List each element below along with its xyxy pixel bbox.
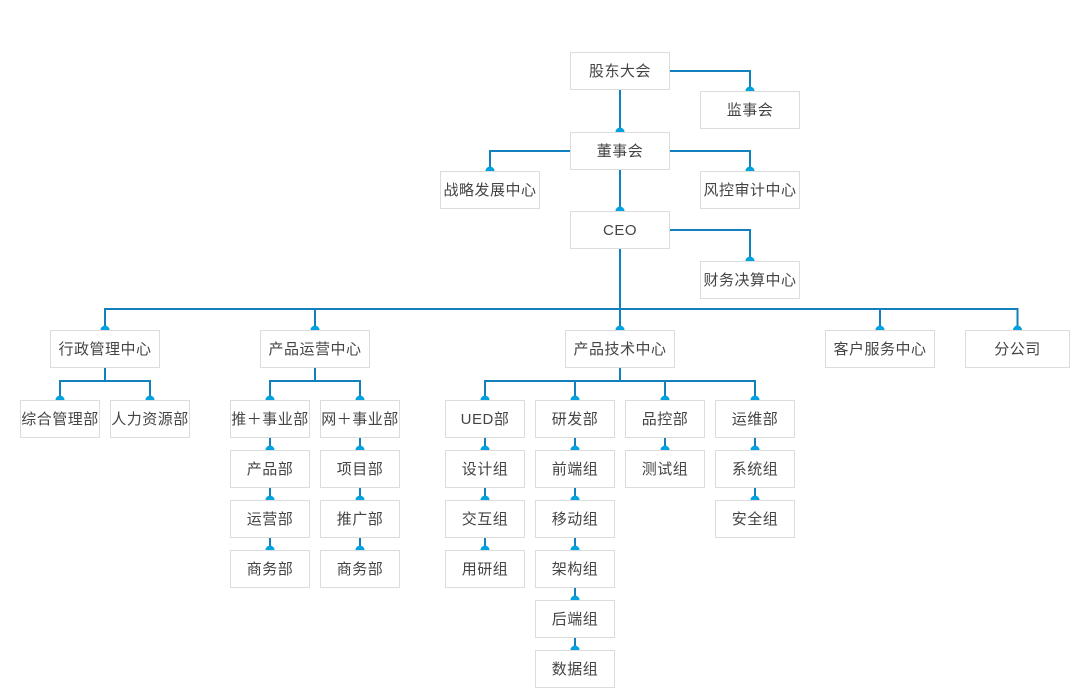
org-node-label: 战略发展中心 [443, 181, 537, 199]
org-node-project_dept[interactable]: 项目部 [320, 450, 400, 488]
org-node-label: 风控审计中心 [703, 181, 797, 199]
org-node-label: 分公司 [994, 340, 1041, 358]
org-node-promo_dept[interactable]: 推广部 [320, 500, 400, 538]
org-node-shareholders[interactable]: 股东大会 [570, 52, 670, 90]
org-node-label: 安全组 [731, 510, 779, 528]
org-node-sys_team[interactable]: 系统组 [715, 450, 795, 488]
org-node-label: 项目部 [336, 460, 384, 478]
org-node-custserv[interactable]: 客户服务中心 [825, 330, 935, 368]
org-node-label: 数据组 [551, 660, 599, 678]
org-node-supervisors[interactable]: 监事会 [700, 91, 800, 129]
org-node-label: 架构组 [551, 560, 599, 578]
org-node-label: 研发部 [551, 410, 599, 428]
org-node-label: 运维部 [731, 410, 779, 428]
org-node-prodtech[interactable]: 产品技术中心 [565, 330, 675, 368]
org-node-hr[interactable]: 人力资源部 [110, 400, 190, 438]
org-node-label: 客户服务中心 [833, 340, 927, 358]
org-node-mobile_team[interactable]: 移动组 [535, 500, 615, 538]
org-node-general_mgmt[interactable]: 综合管理部 [20, 400, 100, 438]
org-node-label: 财务决算中心 [703, 271, 797, 289]
org-node-product_dept[interactable]: 产品部 [230, 450, 310, 488]
org-node-tui_bu[interactable]: 推＋事业部 [230, 400, 310, 438]
org-node-strategy[interactable]: 战略发展中心 [440, 171, 540, 209]
org-node-label: 交互组 [461, 510, 509, 528]
org-node-label: 网＋事业部 [321, 410, 399, 428]
org-node-label: 移动组 [551, 510, 599, 528]
org-node-finance[interactable]: 财务决算中心 [700, 261, 800, 299]
org-node-biz_dept_1[interactable]: 商务部 [230, 550, 310, 588]
org-node-qa[interactable]: 品控部 [625, 400, 705, 438]
org-node-label: 产品运营中心 [268, 340, 362, 358]
org-node-label: UED部 [460, 410, 510, 428]
org-node-rnd[interactable]: 研发部 [535, 400, 615, 438]
org-node-design_team[interactable]: 设计组 [445, 450, 525, 488]
org-node-label: 综合管理部 [21, 410, 99, 428]
org-node-label: 推广部 [336, 510, 384, 528]
org-node-arch_team[interactable]: 架构组 [535, 550, 615, 588]
org-node-label: 设计组 [461, 460, 509, 478]
org-node-label: 监事会 [726, 101, 774, 119]
org-node-label: 股东大会 [588, 62, 651, 80]
org-node-label: 产品技术中心 [573, 340, 667, 358]
org-node-admin[interactable]: 行政管理中心 [50, 330, 160, 368]
org-node-branch[interactable]: 分公司 [965, 330, 1070, 368]
org-node-label: 系统组 [731, 460, 779, 478]
org-node-label: 后端组 [551, 610, 599, 628]
org-node-label: 行政管理中心 [58, 340, 152, 358]
org-node-label: 产品部 [246, 460, 294, 478]
org-node-ops_dept[interactable]: 运营部 [230, 500, 310, 538]
org-node-data_team[interactable]: 数据组 [535, 650, 615, 688]
org-node-research_team[interactable]: 用研组 [445, 550, 525, 588]
org-node-label: 商务部 [246, 560, 294, 578]
org-node-label: 前端组 [551, 460, 599, 478]
org-node-label: 品控部 [641, 410, 689, 428]
org-node-label: 董事会 [596, 142, 644, 160]
org-node-frontend_team[interactable]: 前端组 [535, 450, 615, 488]
org-node-riskaudit[interactable]: 风控审计中心 [700, 171, 800, 209]
org-node-wang_bu[interactable]: 网＋事业部 [320, 400, 400, 438]
org-node-label: 推＋事业部 [231, 410, 309, 428]
org-node-label: 用研组 [461, 560, 509, 578]
org-node-label: 商务部 [336, 560, 384, 578]
org-node-interact_team[interactable]: 交互组 [445, 500, 525, 538]
org-node-label: 测试组 [641, 460, 689, 478]
org-node-label: 运营部 [246, 510, 294, 528]
org-node-backend_team[interactable]: 后端组 [535, 600, 615, 638]
org-node-test_team[interactable]: 测试组 [625, 450, 705, 488]
org-node-sec_team[interactable]: 安全组 [715, 500, 795, 538]
org-node-ued[interactable]: UED部 [445, 400, 525, 438]
org-node-ceo[interactable]: CEO [570, 211, 670, 249]
org-node-ops[interactable]: 运维部 [715, 400, 795, 438]
org-node-board[interactable]: 董事会 [570, 132, 670, 170]
org-node-biz_dept_2[interactable]: 商务部 [320, 550, 400, 588]
org-node-label: CEO [602, 221, 637, 239]
org-node-label: 人力资源部 [111, 410, 189, 428]
org-node-prodops[interactable]: 产品运营中心 [260, 330, 370, 368]
